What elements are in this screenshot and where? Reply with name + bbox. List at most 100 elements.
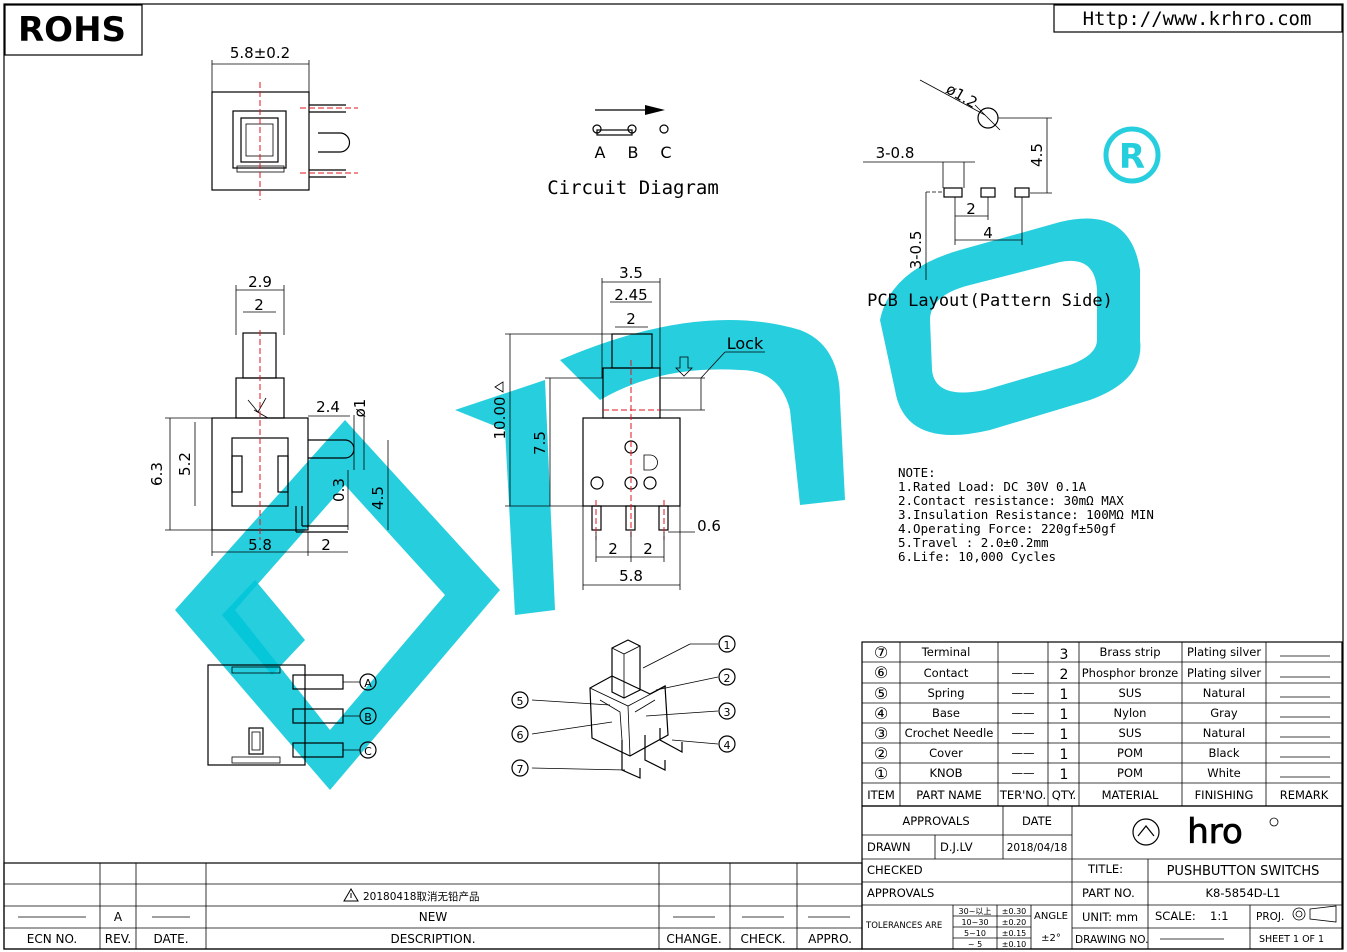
dim-front-pitch-b: 2 [643, 540, 653, 558]
bom-ter-no: —— [1012, 686, 1035, 700]
note-line: 6.Life: 10,000 Cycles [898, 549, 1056, 564]
bom-part-name: Terminal [921, 645, 971, 659]
revision-note: 20180418取消无铅产品 [363, 890, 479, 903]
rohs-label: ROHS [4, 4, 143, 56]
bom-header-item: ITEM [867, 788, 895, 802]
drawing-no-label: DRAWING NO. [1075, 934, 1148, 946]
bom-qty: 2 [1060, 667, 1069, 683]
dim-side-2b: 2 [321, 536, 331, 554]
tol-range: ~ 5 [968, 940, 982, 949]
notes-heading: NOTE: [898, 465, 936, 480]
dim-side-52: 5.2 [176, 452, 194, 476]
title-value: PUSHBUTTON SWITCHS [1167, 864, 1320, 879]
front-view: 3.5 2.45 2 Lock 10.00 7.5 [491, 264, 765, 590]
bom-ter-no: —— [1012, 706, 1035, 720]
note-line: 5.Travel : 2.0±0.2mm [898, 535, 1049, 550]
bom-header-part: PART NAME [916, 788, 982, 802]
projection-label: PROJ. [1256, 911, 1284, 923]
bom-material: POM [1117, 766, 1143, 780]
bom-qty: 1 [1060, 707, 1069, 723]
rohs-text: ROHS [18, 10, 126, 50]
bom-part-name: Base [932, 706, 960, 720]
bom-part-name: Crochet Needle [905, 726, 994, 740]
bottom-view: A B C [207, 664, 377, 766]
bom-item-no: ⑤ [874, 684, 888, 703]
approvals-header: APPROVALS [902, 814, 969, 828]
note-line: 2.Contact resistance: 30mΩ MAX [898, 493, 1124, 508]
lock-label: Lock [727, 334, 764, 353]
bom-finishing: Plating silver [1187, 645, 1261, 659]
callout-3: 3 [724, 706, 731, 719]
dim-pcb-4: 4 [983, 224, 993, 242]
callout-4: 4 [724, 739, 731, 752]
dim-front-58: 5.8 [619, 567, 643, 585]
tol-range: 5~10 [964, 929, 986, 938]
circuit-label-c: C [660, 143, 671, 162]
checked-label: CHECKED [867, 863, 923, 877]
pin-label-b: B [364, 711, 372, 724]
bom-header-material: MATERIAL [1102, 788, 1159, 802]
revision-description: NEW [419, 910, 448, 924]
registered-mark: R [1119, 137, 1145, 177]
callout-5: 5 [517, 695, 524, 708]
tol-range: 30~以上 [959, 907, 992, 916]
bom-part-name: KNOB [929, 766, 962, 780]
pin-label-a: A [364, 677, 372, 690]
bom-finishing: White [1207, 766, 1240, 780]
unit-label: UNIT: mm [1082, 910, 1138, 924]
website-text: Http://www.krhro.com [1083, 8, 1312, 30]
bom-part-name: Cover [929, 746, 963, 760]
rev-header-rev: REV. [105, 932, 131, 946]
title-label: TITLE: [1087, 862, 1123, 876]
isometric-view: 1 2 3 4 5 6 7 [511, 635, 736, 779]
rev-header-check: CHECK. [740, 932, 785, 946]
callout-2: 2 [724, 672, 731, 685]
bom-material: Nylon [1114, 706, 1147, 720]
bom-material: Phosphor bronze [1082, 666, 1178, 680]
hro-watermark: R [175, 126, 1161, 790]
sheet-label: SHEET 1 OF 1 [1259, 934, 1324, 945]
scale-label: SCALE: [1155, 909, 1196, 923]
rev-header-description: DESCRIPTION. [390, 932, 475, 946]
bom-qty: 1 [1060, 727, 1069, 743]
part-no-value: K8-5854D-L1 [1205, 886, 1280, 900]
bom-finishing: Natural [1203, 726, 1245, 740]
bom-item-no: ⑥ [874, 663, 888, 682]
dim-side-phi1: ø1 [351, 399, 369, 418]
bom-finishing: Gray [1210, 706, 1238, 720]
dim-pad-width: 3-0.8 [876, 144, 915, 162]
dim-top-width: 5.8±0.2 [230, 44, 290, 62]
logo-text: hro [1187, 812, 1243, 852]
projection-symbol-icon [1292, 905, 1337, 923]
bom-ter-no: —— [1012, 666, 1035, 680]
bom-header-ter: TER'NO. [999, 788, 1046, 802]
dim-front-10: 10.00 [491, 397, 509, 440]
bom-finishing: Black [1208, 746, 1239, 760]
drawn-by: D.J.LV [940, 840, 973, 854]
bom-material: POM [1117, 746, 1143, 760]
bom-qty: 1 [1060, 767, 1069, 783]
dim-side-2: 2 [254, 296, 264, 314]
bom-item-no: ② [874, 744, 888, 763]
side-view: 2.9 2 6.3 5.2 2.4 ø1 0.3 4.5 [148, 273, 389, 556]
tolerances-label: TOLERANCES ARE [865, 921, 942, 931]
dim-pcb-45: 4.5 [1028, 143, 1046, 167]
dim-hole: ø1.2 [943, 80, 981, 112]
tol-range: 10~30 [961, 918, 988, 927]
dim-pad-height: 3-0.5 [907, 231, 925, 270]
dim-front-75: 7.5 [531, 431, 549, 455]
dim-pcb-2: 2 [966, 200, 976, 218]
warning-icon [343, 888, 359, 902]
drawn-date: 2018/04/18 [1007, 842, 1068, 854]
hro-logo: hro [1132, 812, 1279, 852]
dim-side-29: 2.9 [248, 273, 272, 291]
pcb-title: PCB Layout(Pattern Side) [867, 291, 1113, 311]
circuit-diagram: A B C Circuit Diagram [547, 105, 719, 199]
bom-material: SUS [1118, 726, 1141, 740]
revision-block: 20180418取消无铅产品 A NEW ECN NO. REV. DATE. … [3, 862, 863, 950]
bom-header-remark: REMARK [1280, 788, 1329, 802]
bom-item-no: ① [874, 764, 888, 783]
bom-item-no: ④ [874, 704, 888, 723]
dim-front-pitch-a: 2 [608, 540, 618, 558]
pin-label-c: C [364, 745, 372, 758]
